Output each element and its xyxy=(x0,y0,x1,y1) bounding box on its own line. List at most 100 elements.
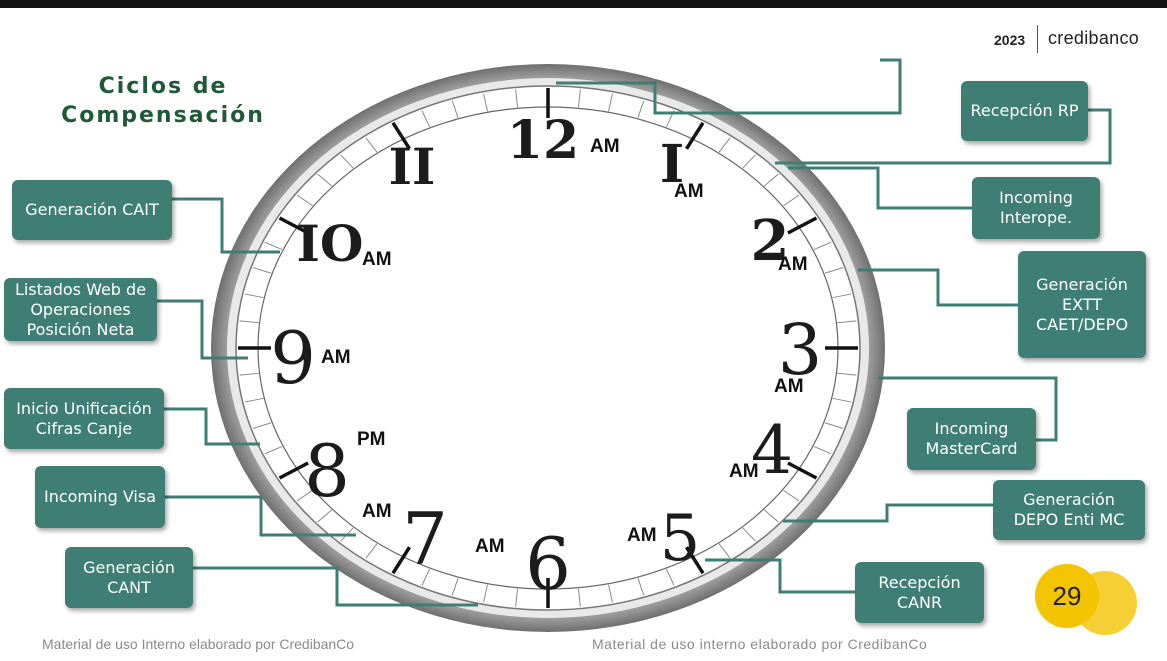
title-line-2: Compensación xyxy=(61,103,265,128)
numeral-5: 5 xyxy=(660,502,701,576)
minute-tick xyxy=(317,173,333,187)
connector-lines xyxy=(157,58,1112,607)
hour-tick xyxy=(787,216,818,235)
connector-incoming-visa xyxy=(165,495,356,537)
box-recepcion-rp: Recepción RP xyxy=(961,81,1088,141)
connector-incoming-mastercard xyxy=(878,376,1058,442)
minute-tick xyxy=(451,100,459,119)
box-incoming-mastercard: Incoming MasterCard xyxy=(907,408,1036,470)
minute-tick xyxy=(742,154,756,169)
minute-tick xyxy=(813,241,832,251)
minute-tick xyxy=(253,267,272,274)
box-inicio-unificacion: Inicio Unificación Cifras Canje xyxy=(4,388,164,449)
box-generacion-cait: Generación CAIT xyxy=(12,180,172,240)
box-incoming-interope: Incoming Interope. xyxy=(972,177,1100,239)
title-line-1: Ciclos de xyxy=(98,74,228,99)
minute-tick xyxy=(763,173,779,187)
footer-left: Material de uso Interno elaborado por Cr… xyxy=(42,636,355,652)
minute-tick xyxy=(577,588,581,607)
box-generacion-extt: Generación EXTT CAET/DEPO xyxy=(1018,251,1146,358)
period-label-1: AM xyxy=(674,181,704,202)
minute-tick xyxy=(421,110,431,128)
minute-tick xyxy=(515,89,519,108)
minute-tick xyxy=(718,543,731,559)
minute-tick xyxy=(832,293,852,299)
box-incoming-visa: Incoming Visa xyxy=(35,466,165,528)
period-label-5: AM xyxy=(627,525,657,546)
period-label-6: AM xyxy=(475,536,505,557)
connector-recepcion-rp xyxy=(775,108,1112,165)
hour-tick xyxy=(391,121,411,150)
minute-tick xyxy=(515,588,519,607)
minute-tick xyxy=(763,509,779,523)
numeral-9: 9 xyxy=(270,316,316,400)
minute-tick xyxy=(264,241,283,251)
page-number: 29 xyxy=(1052,581,1082,611)
minute-tick xyxy=(340,154,354,169)
minute-tick xyxy=(365,137,378,153)
minute-tick xyxy=(421,568,431,586)
minute-tick xyxy=(244,293,264,299)
box-generacion-cant: Generación CANT xyxy=(65,547,193,608)
connector-top xyxy=(556,58,902,115)
minute-tick xyxy=(742,527,756,542)
hour-tick xyxy=(391,546,411,575)
minute-tick xyxy=(253,422,272,429)
connector-listados-web xyxy=(157,299,248,360)
connector-generacion-cait xyxy=(172,197,280,254)
year-label: 2023 xyxy=(994,32,1026,48)
minute-tick xyxy=(637,100,645,119)
connector-inicio-unificacion xyxy=(164,407,260,446)
connector-recepcion-canr xyxy=(705,558,855,594)
connector-incoming-interope xyxy=(788,166,972,210)
minute-tick xyxy=(824,422,843,429)
minute-tick xyxy=(239,320,259,324)
clock-diagram: 12 I 2 3 4 5 6 7 8 9 IO II xyxy=(157,58,1112,632)
period-label-9: AM xyxy=(321,347,351,368)
numeral-8: 8 xyxy=(304,429,350,513)
minute-tick xyxy=(783,194,800,207)
numeral-1: I xyxy=(660,134,684,195)
minute-tick xyxy=(665,568,675,586)
period-label-7: AM xyxy=(362,501,392,522)
minute-tick xyxy=(317,509,333,523)
window-top-bar xyxy=(0,0,1167,8)
brand-divider xyxy=(1037,25,1038,53)
period-label-3: AM xyxy=(774,376,804,397)
connector-generacion-depo xyxy=(783,503,993,523)
minute-tick xyxy=(608,93,613,112)
minute-tick xyxy=(813,445,832,455)
period-label-12: AM xyxy=(590,136,620,157)
minute-tick xyxy=(244,397,264,403)
hour-tick xyxy=(685,121,705,150)
connector-generacion-cant xyxy=(193,566,478,607)
minute-tick xyxy=(837,372,857,376)
numeral-6: 6 xyxy=(525,522,571,606)
brand-logo: credibanco xyxy=(1048,28,1140,48)
clock-ticks xyxy=(238,88,858,608)
hour-tick xyxy=(278,461,309,480)
numeral-10: IO xyxy=(297,214,364,273)
hour-tick xyxy=(278,216,309,235)
minute-tick xyxy=(832,397,852,403)
hour-tick xyxy=(787,461,818,480)
minute-tick xyxy=(483,584,488,603)
numeral-3: 3 xyxy=(778,309,823,391)
minute-tick xyxy=(824,267,843,274)
numeral-12: 12 xyxy=(507,110,579,171)
slide: 12 I 2 3 4 5 6 7 8 9 IO II xyxy=(0,8,1167,661)
box-recepcion-canr: Recepción CANR xyxy=(855,562,984,623)
box-listados-web: Listados Web de Operaciones Posición Net… xyxy=(4,278,157,341)
minute-tick xyxy=(239,372,259,376)
period-label-2: AM xyxy=(778,254,808,275)
period-label-4: AM xyxy=(729,461,759,482)
minute-tick xyxy=(483,93,488,112)
minute-tick xyxy=(783,489,800,502)
minute-tick xyxy=(577,89,581,108)
minute-tick xyxy=(718,137,731,153)
minute-tick xyxy=(264,445,283,455)
numeral-2: 2 xyxy=(751,208,790,274)
footer-right: Material de uso interno elaborado por Cr… xyxy=(592,636,928,652)
minute-tick xyxy=(296,194,313,207)
hour-tick xyxy=(685,546,705,575)
